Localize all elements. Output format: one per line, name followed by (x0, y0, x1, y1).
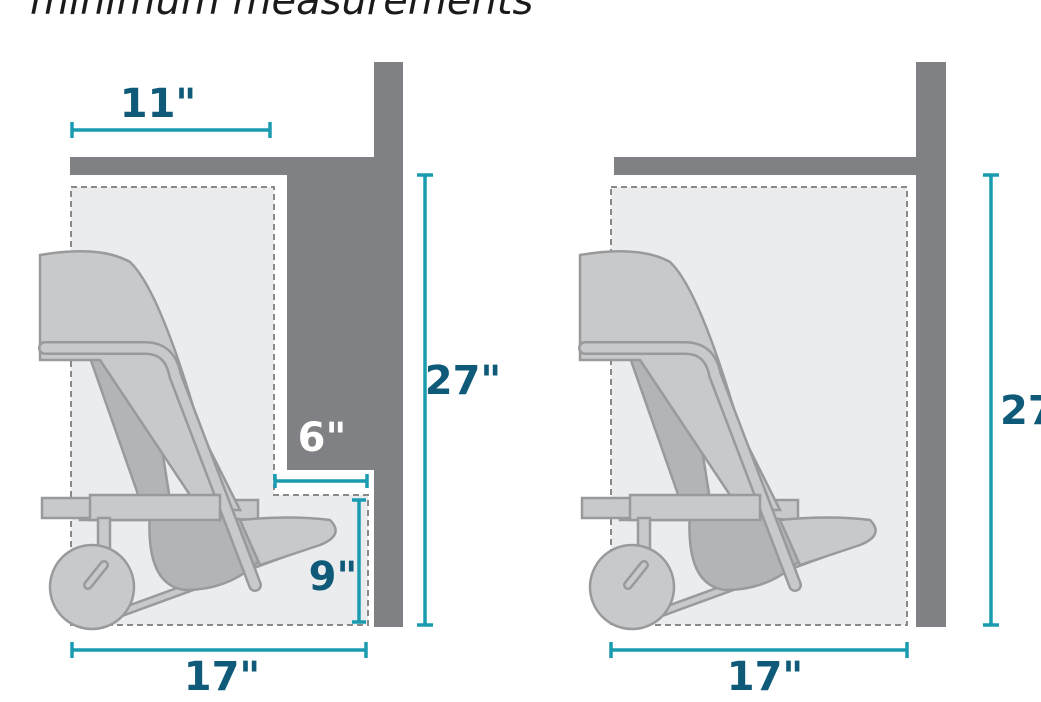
label-top-width: 11" (120, 81, 197, 127)
left-diagram: 11" 27" 6" 9" 17" (40, 62, 501, 700)
dimension-line (417, 173, 433, 627)
dimension-line (352, 498, 366, 624)
dimension-bottom-width-right: 17" (609, 642, 909, 700)
dimension-top-width: 11" (70, 81, 272, 138)
dimension-toe-depth: 6" (273, 415, 369, 488)
left-wall (70, 62, 403, 627)
label-bottom-width-left: 17" (184, 654, 261, 700)
label-toe-height: 9" (309, 554, 358, 600)
label-toe-depth: 6" (298, 415, 347, 461)
dimension-line (983, 173, 999, 627)
label-height-left: 27" (425, 358, 502, 404)
diagram-title: minimum measurements (30, 0, 534, 24)
dimension-line (609, 642, 909, 658)
right-diagram: 27 17" (580, 62, 1041, 700)
dimension-height-right: 27 (983, 173, 1041, 627)
dimension-line (273, 474, 369, 488)
dimension-line (70, 122, 272, 138)
label-bottom-width-right: 17" (727, 654, 804, 700)
dimension-height-left: 27" (417, 173, 502, 627)
dimension-bottom-width-left: 17" (70, 642, 368, 700)
right-wall (614, 62, 946, 627)
dimension-line (70, 642, 368, 658)
label-height-right: 27 (1000, 388, 1041, 434)
dimension-toe-height: 9" (309, 498, 366, 624)
